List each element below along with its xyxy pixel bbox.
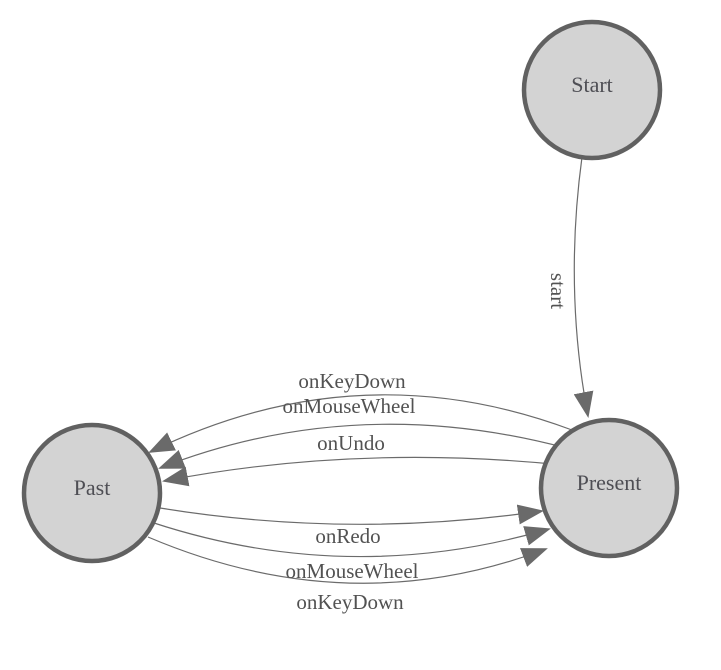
edge-past-to-present-onkeydown xyxy=(147,536,548,584)
node-start-label: Start xyxy=(571,72,613,97)
edge-present-to-past-onmousewheel xyxy=(158,423,567,469)
edge-label-past-present-onkeydown: onKeyDown xyxy=(296,590,404,614)
node-past-label: Past xyxy=(74,475,111,500)
edge-past-to-present-onmousewheel xyxy=(153,522,551,558)
edge-label-past-present-onredo: onRedo xyxy=(315,524,380,548)
edge-label-past-present-onmousewheel: onMouseWheel xyxy=(286,559,419,583)
node-present-label: Present xyxy=(577,470,642,495)
edge-past-to-present-onredo xyxy=(159,504,544,525)
edge-present-to-past-onkeydown xyxy=(148,394,573,453)
edge-label-present-past-onmousewheel: onMouseWheel xyxy=(283,394,416,418)
node-present: Present xyxy=(538,417,680,559)
node-start-circle xyxy=(521,19,663,161)
edge-start-to-present xyxy=(573,156,594,418)
edge-label-start: start xyxy=(546,273,570,309)
edge-present-to-past-onundo xyxy=(162,456,564,487)
node-present-circle xyxy=(538,417,680,559)
node-past-circle xyxy=(21,422,163,564)
edge-label-present-past-onundo: onUndo xyxy=(317,431,385,455)
node-past: Past xyxy=(21,422,163,564)
edge-label-present-past-onkeydown: onKeyDown xyxy=(298,369,406,393)
node-start: Start xyxy=(521,19,663,161)
